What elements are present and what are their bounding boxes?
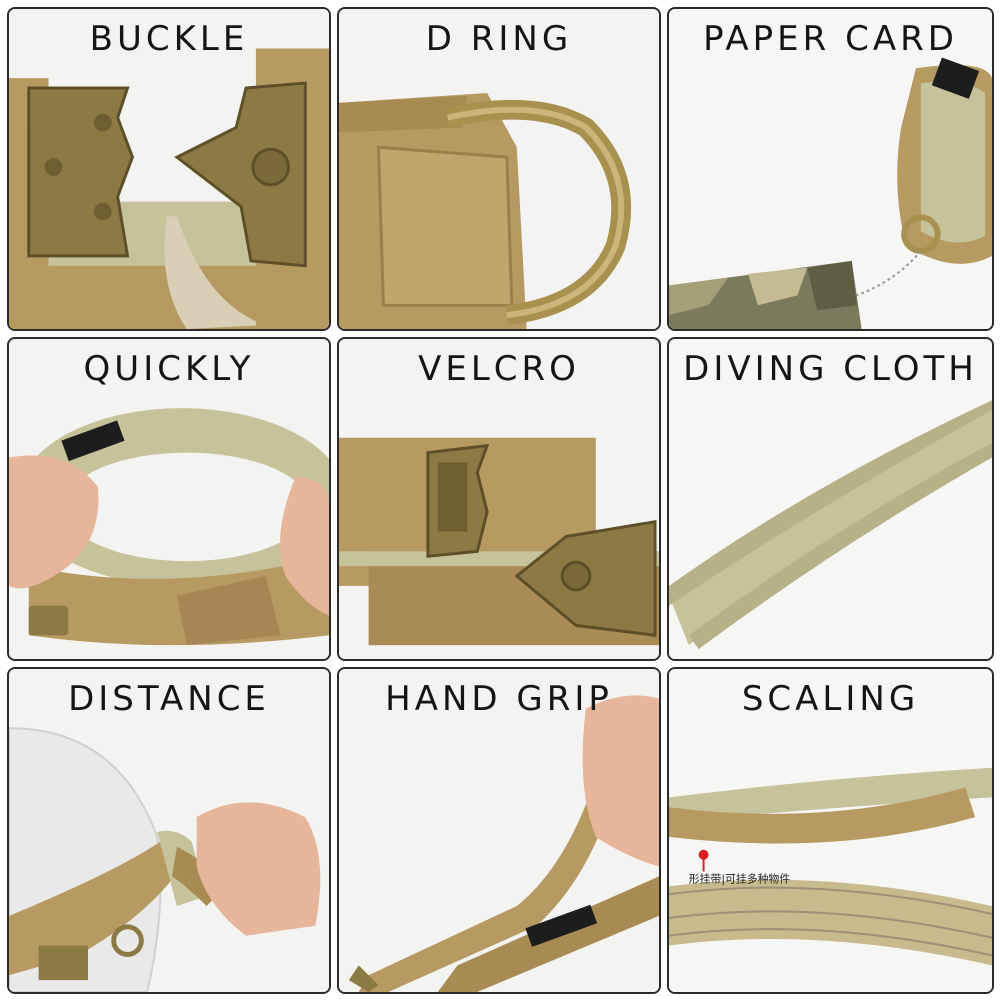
panel-d-ring: D RING [337,7,661,331]
panel-velcro: VELCRO [337,337,661,661]
d-ring-photo [339,9,659,329]
quickly-photo [9,339,329,659]
panel-label: PAPER CARD [703,19,958,59]
paper-card-photo [669,9,992,329]
panel-label: VELCRO [418,349,580,389]
panel-label: D RING [425,19,573,59]
panel-scaling: 形挂带|可挂多种物件 SCALING [667,667,994,994]
diving-cloth-photo [669,339,992,659]
scaling-photo: 形挂带|可挂多种物件 [669,669,992,992]
panel-label: BUCKLE [89,19,249,59]
panel-label: DIVING CLOTH [683,349,978,389]
scaling-annotation: 形挂带|可挂多种物件 [689,871,791,885]
velcro-photo [339,339,659,659]
panel-hand-grip: HAND GRIP [337,667,661,994]
panel-label: DISTANCE [68,679,270,719]
panel-paper-card: PAPER CARD [667,7,994,331]
panel-buckle: BUCKLE [7,7,331,331]
panel-label: QUICKLY [83,349,255,389]
panel-label: HAND GRIP [385,679,613,719]
hand-grip-photo [339,669,659,992]
panel-distance: DISTANCE [7,667,331,994]
panel-diving-cloth: DIVING CLOTH [667,337,994,661]
buckle-photo [9,9,329,329]
panel-quickly: QUICKLY [7,337,331,661]
panel-label: SCALING [741,679,920,719]
distance-photo [9,669,329,992]
